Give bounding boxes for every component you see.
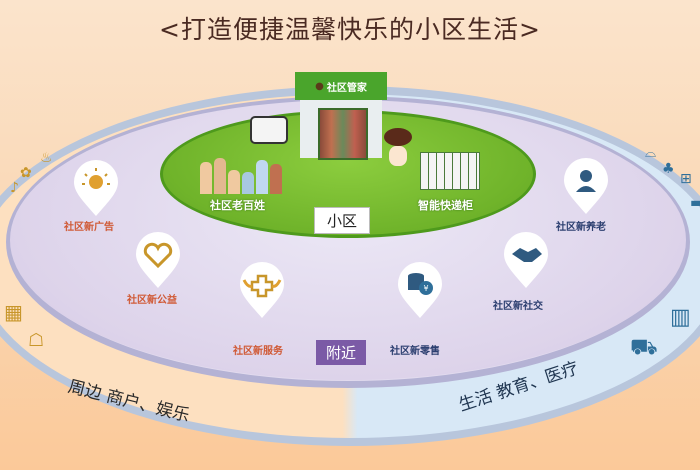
music-icon: ♪ xyxy=(10,180,19,196)
gift-box-icon: ⊞ xyxy=(680,171,692,187)
gift-icon: ✿ xyxy=(20,165,32,181)
nearby-badge: 附近 xyxy=(316,340,367,365)
pin-new-elderly-care[interactable] xyxy=(562,158,610,220)
pin-new-ads[interactable] xyxy=(72,160,120,222)
store-door xyxy=(318,108,368,160)
pin-new-charity[interactable] xyxy=(134,232,182,294)
svg-text:¥: ¥ xyxy=(423,284,428,293)
pin-new-retail[interactable]: ¥ xyxy=(396,262,444,324)
pin-label-new-ads: 社区新广告 xyxy=(64,222,114,233)
coins-yuan-icon: ¥ xyxy=(398,262,442,318)
pin-new-social[interactable] xyxy=(502,232,550,294)
store-sign-label: 社区管家 xyxy=(326,82,367,94)
residents-group-icon xyxy=(200,158,290,194)
medical-cross-wings-icon xyxy=(240,262,284,318)
handshake-icon xyxy=(504,232,548,288)
store-front xyxy=(300,100,382,160)
residents-label: 社区老百姓 xyxy=(210,199,265,212)
community-manager-store: ● 社区管家 xyxy=(295,72,387,164)
community-badge: 小区 xyxy=(314,207,371,234)
pin-label-new-social: 社区新社交 xyxy=(493,301,543,312)
food-dome-icon: ⌓ xyxy=(645,145,657,161)
logo-icon: ● xyxy=(315,80,324,92)
elderly-person-icon xyxy=(564,158,608,214)
chef-icon: ♨ xyxy=(40,150,53,166)
lightbulb-icon xyxy=(74,160,118,216)
smart-locker-label: 智能快递柜 xyxy=(418,199,473,212)
shopping-icon: ♣ xyxy=(662,161,675,177)
pin-label-new-retail: 社区新零售 xyxy=(390,346,440,357)
pin-label-new-services: 社区新服务 xyxy=(233,346,283,357)
store-sign: ● 社区管家 xyxy=(295,72,387,100)
truck-icon: ▬ xyxy=(690,195,700,211)
delivery-robot-icon xyxy=(250,116,288,144)
page-title: <打造便捷温馨快乐的小区生活> xyxy=(159,15,541,44)
smart-locker-icon xyxy=(420,152,480,190)
heart-smile-icon xyxy=(136,232,180,288)
pin-new-services[interactable] xyxy=(238,262,286,324)
taxi-icon: ⛟ xyxy=(630,335,658,360)
customer-service-icon: ☖ xyxy=(28,330,45,351)
pin-label-new-charity: 社区新公益 xyxy=(127,295,177,306)
cashier-icon: ▦ xyxy=(4,300,23,324)
girl-mascot-icon xyxy=(384,128,412,168)
pin-label-new-elderly-care: 社区新养老 xyxy=(556,222,606,233)
school-book-icon: ▥ xyxy=(670,305,691,330)
